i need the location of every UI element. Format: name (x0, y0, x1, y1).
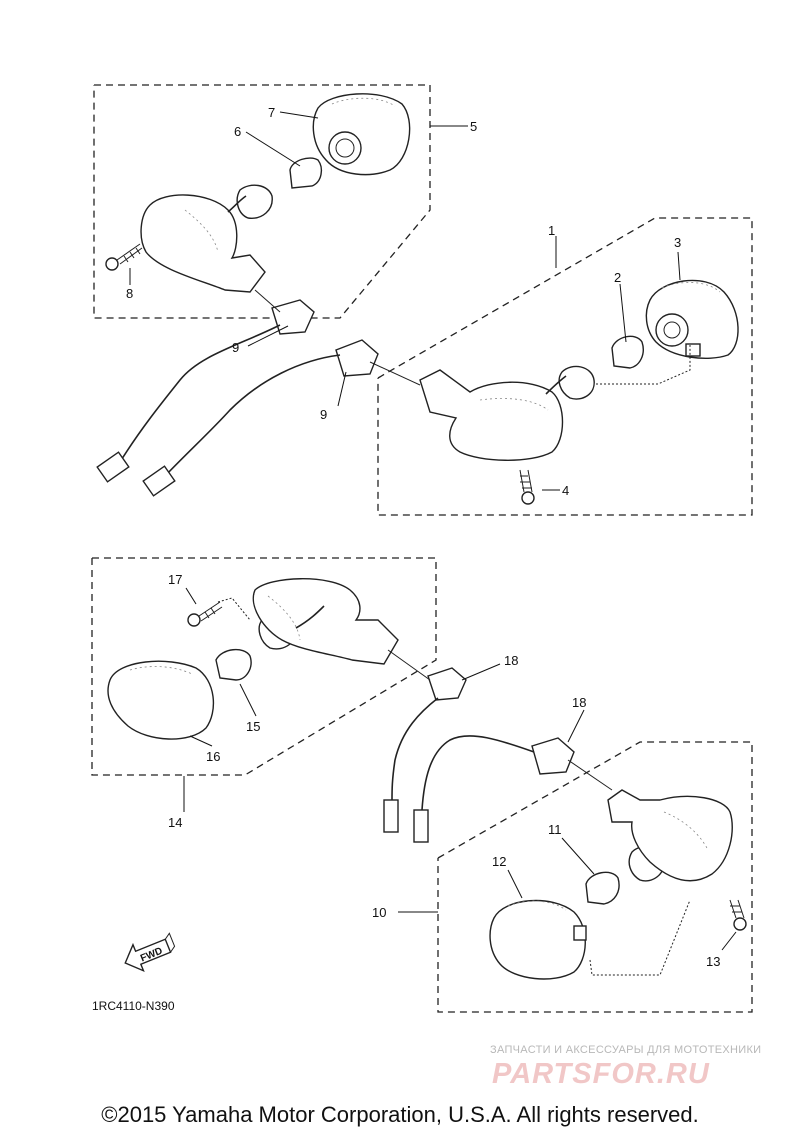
assembly-group-1 (335, 217, 753, 516)
callout-11: 11 (548, 822, 562, 837)
callout-6: 6 (234, 124, 241, 139)
callouts: 1 2 3 4 5 6 7 8 9 9 10 11 12 13 14 15 16… (126, 105, 720, 969)
assembly-group-10 (437, 741, 753, 1013)
callout-13: 13 (706, 954, 720, 969)
housing-group-14 (252, 578, 399, 665)
assembly-group-14 (91, 557, 437, 776)
bulb-2 (611, 335, 644, 369)
bulb-11 (585, 871, 620, 905)
watermark-tagline: ЗАПЧАСТИ И АКСЕССУАРЫ ДЛЯ МОТОТЕХНИКИ (490, 1044, 762, 1056)
connector-18-upper (427, 667, 467, 701)
housing-group-10 (607, 789, 733, 882)
callout-2: 2 (614, 270, 621, 285)
group-14-outline (91, 557, 437, 776)
screw-17 (187, 601, 223, 627)
screw-13 (729, 899, 747, 931)
leader-lines (129, 111, 737, 951)
callout-7: 7 (268, 105, 275, 120)
bulb-6 (289, 157, 323, 189)
group-10-outline (437, 741, 753, 1013)
drawing-code: 1RC4110-N390 (92, 999, 175, 1013)
wiring-top (96, 324, 341, 497)
connector-18-lower (531, 737, 575, 775)
callout-5: 5 (470, 119, 477, 134)
connector-9-lower (335, 339, 379, 377)
connector-9-upper (271, 299, 315, 335)
housing-group-5 (140, 194, 266, 293)
wiring-bottom (383, 649, 613, 843)
lens-7 (312, 93, 411, 176)
group-5-outline (93, 84, 431, 319)
callout-8: 8 (126, 286, 133, 301)
bulb-15 (215, 649, 252, 681)
fwd-arrow-icon: FWD (124, 932, 176, 973)
screw-4 (519, 469, 535, 505)
copyright-notice: ©2015 Yamaha Motor Corporation, U.S.A. A… (101, 1102, 699, 1127)
callout-18-upper: 18 (504, 653, 518, 668)
assembly-group-5 (93, 84, 431, 335)
callout-15: 15 (246, 719, 260, 734)
callout-12: 12 (492, 854, 506, 869)
screw-8 (105, 243, 143, 271)
callout-1: 1 (548, 223, 555, 238)
callout-16: 16 (206, 749, 220, 764)
lens-16 (107, 660, 215, 740)
lens-12 (489, 899, 586, 980)
watermark-logo: PARTSFOR.RU (492, 1058, 710, 1090)
callout-14: 14 (168, 815, 182, 830)
callout-10: 10 (372, 905, 386, 920)
callout-9-lower: 9 (320, 407, 327, 422)
group-1-outline (377, 217, 753, 516)
housing-group-1 (419, 369, 564, 461)
callout-4: 4 (562, 483, 569, 498)
callout-3: 3 (674, 235, 681, 250)
callout-9-upper: 9 (232, 340, 239, 355)
callout-17: 17 (168, 572, 182, 587)
callout-18-lower: 18 (572, 695, 586, 710)
